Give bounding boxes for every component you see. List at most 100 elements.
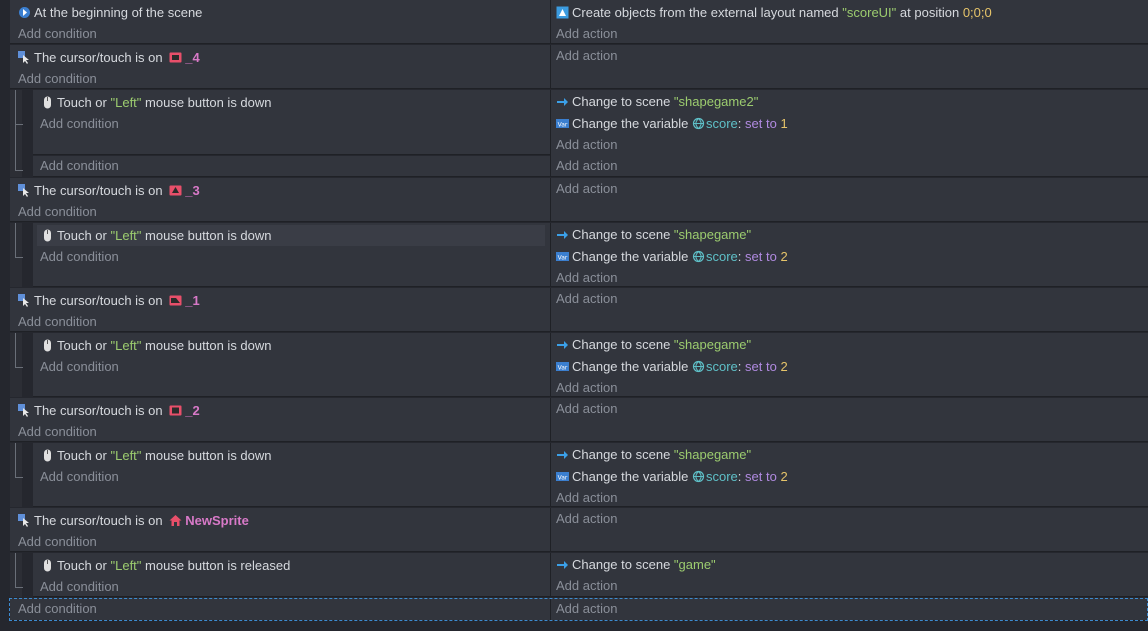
operator: set to: [745, 116, 777, 131]
colon: :: [737, 249, 742, 264]
add-condition-button[interactable]: Add condition: [40, 359, 119, 374]
event-cursor-on-4[interactable]: The cursor/touch is on _4 Add condition …: [0, 45, 1148, 89]
condition-mouse-down[interactable]: Touch or "Left" mouse button is down: [41, 447, 272, 465]
variable-value: 1: [780, 116, 788, 131]
add-action-button[interactable]: Add action: [556, 48, 618, 63]
action-text: Change the variable: [572, 359, 689, 374]
operator: set to: [745, 249, 777, 264]
global-variable-icon: [692, 360, 705, 373]
object-name: _2: [185, 403, 200, 418]
action-create-external-layout[interactable]: Create objects from the external layout …: [556, 4, 992, 22]
button-name: "Left": [110, 338, 142, 353]
add-action-button[interactable]: Add action: [556, 181, 618, 196]
action-change-scene[interactable]: Change to scene "shapegame": [556, 226, 751, 244]
add-action-button[interactable]: Add action: [556, 401, 618, 416]
actions-block: Change to scene "shapegame" Var Change th…: [550, 333, 1148, 397]
add-action-button[interactable]: Add action: [556, 158, 618, 173]
add-condition-button[interactable]: Add condition: [18, 26, 97, 41]
add-condition-button[interactable]: Add condition: [40, 469, 119, 484]
svg-text:Var: Var: [558, 365, 568, 372]
object-name: _4: [185, 50, 200, 65]
event-cursor-on-newsprite[interactable]: The cursor/touch is on NewSprite Add con…: [0, 508, 1148, 552]
event-cursor-on-2[interactable]: The cursor/touch is on _2 Add condition …: [0, 398, 1148, 442]
conditions-block: At the beginning of the scene Add condit…: [10, 0, 550, 44]
add-condition-button[interactable]: Add condition: [18, 424, 97, 439]
subevent-touch-down-3[interactable]: Touch or "Left" mouse button is down Add…: [0, 333, 1148, 397]
action-change-scene[interactable]: Change to scene "shapegame": [556, 446, 751, 464]
subevent-touch-down-1[interactable]: Touch or "Left" mouse button is down Add…: [0, 90, 1148, 177]
tree-branch: [15, 587, 23, 588]
add-action-button[interactable]: Add action: [556, 578, 618, 593]
sub-add-row: Add condition: [33, 156, 550, 177]
condition-cursor-on[interactable]: The cursor/touch is on _2: [18, 402, 200, 420]
change-scene-arrow-icon: [557, 561, 568, 569]
add-condition-button[interactable]: Add condition: [18, 534, 97, 549]
add-action-button[interactable]: Add action: [556, 26, 618, 41]
condition-cursor-on[interactable]: The cursor/touch is on _3: [18, 182, 200, 200]
tree-line: [15, 553, 16, 587]
external-layout-icon: [556, 6, 569, 19]
conditions-block: Touch or "Left" mouse button is released…: [33, 553, 550, 597]
condition-mouse-down[interactable]: Touch or "Left" mouse button is down: [41, 227, 272, 245]
conditions-block: Touch or "Left" mouse button is down Add…: [33, 333, 550, 397]
action-change-scene[interactable]: Change to scene "shapegame": [556, 336, 751, 354]
add-action-button[interactable]: Add action: [556, 137, 618, 152]
condition-mouse-down[interactable]: Touch or "Left" mouse button is down: [41, 94, 272, 112]
svg-text:Var: Var: [558, 255, 568, 262]
add-action-button[interactable]: Add action: [556, 511, 618, 526]
action-change-scene[interactable]: Change to scene "shapegame2": [556, 93, 758, 111]
svg-text:Var: Var: [558, 475, 568, 482]
condition-mouse-released[interactable]: Touch or "Left" mouse button is released: [41, 557, 290, 575]
add-action-button[interactable]: Add action: [556, 601, 618, 616]
sprite-object-icon: [169, 295, 182, 306]
event-cursor-on-3[interactable]: The cursor/touch is on _3 Add condition …: [0, 178, 1148, 222]
condition-cursor-on[interactable]: The cursor/touch is on _1: [18, 292, 200, 310]
event-cursor-on-1[interactable]: The cursor/touch is on _1 Add condition …: [0, 288, 1148, 332]
add-condition-button[interactable]: Add condition: [40, 579, 119, 594]
scene-name: "shapegame": [673, 447, 752, 462]
change-scene-arrow-icon: [557, 231, 568, 239]
add-condition-button[interactable]: Add condition: [18, 314, 97, 329]
object-name: NewSprite: [185, 513, 249, 528]
button-name: "Left": [110, 95, 142, 110]
add-condition-button[interactable]: Add condition: [40, 249, 119, 264]
condition-begin-scene[interactable]: At the beginning of the scene: [18, 4, 202, 22]
add-action-button[interactable]: Add action: [556, 291, 618, 306]
indent-gutter: [10, 223, 22, 287]
conditions-block: The cursor/touch is on NewSprite Add con…: [10, 508, 550, 552]
subevent-touch-down-4[interactable]: Touch or "Left" mouse button is down Add…: [0, 443, 1148, 507]
conditions-block: Touch or "Left" mouse button is down Add…: [33, 90, 550, 155]
add-action-button[interactable]: Add action: [556, 490, 618, 505]
add-condition-button[interactable]: Add condition: [40, 116, 119, 131]
add-condition-button[interactable]: Add condition: [40, 158, 119, 173]
position-value: 0;0;0: [962, 5, 992, 20]
event-begin-scene[interactable]: At the beginning of the scene Add condit…: [0, 0, 1148, 44]
add-condition-button[interactable]: Add condition: [18, 204, 97, 219]
condition-text: Touch or: [57, 228, 107, 243]
condition-text: The cursor/touch is on: [34, 293, 163, 308]
actions-block: Add action: [550, 288, 1148, 332]
add-action-button[interactable]: Add action: [556, 270, 618, 285]
add-condition-button[interactable]: Add condition: [18, 71, 97, 86]
action-change-scene[interactable]: Change to scene "game": [556, 556, 716, 574]
add-action-button[interactable]: Add action: [556, 380, 618, 395]
scene-name: "shapegame": [673, 227, 752, 242]
subevent-touch-down-2[interactable]: Touch or "Left" mouse button is down Add…: [0, 223, 1148, 287]
condition-text-end: mouse button is down: [145, 448, 272, 463]
indent-gutter: [10, 90, 22, 177]
condition-mouse-down[interactable]: Touch or "Left" mouse button is down: [41, 337, 272, 355]
cursor-icon: [18, 294, 29, 307]
add-condition-button[interactable]: Add condition: [18, 601, 97, 616]
condition-cursor-on[interactable]: The cursor/touch is on NewSprite: [18, 512, 249, 530]
conditions-block: The cursor/touch is on _1 Add condition: [10, 288, 550, 332]
subevent-touch-released[interactable]: Touch or "Left" mouse button is released…: [0, 553, 1148, 597]
variable-value: 2: [780, 359, 788, 374]
condition-cursor-on[interactable]: The cursor/touch is on _4: [18, 49, 200, 67]
cursor-icon: [18, 404, 29, 417]
condition-text: Touch or: [57, 448, 107, 463]
